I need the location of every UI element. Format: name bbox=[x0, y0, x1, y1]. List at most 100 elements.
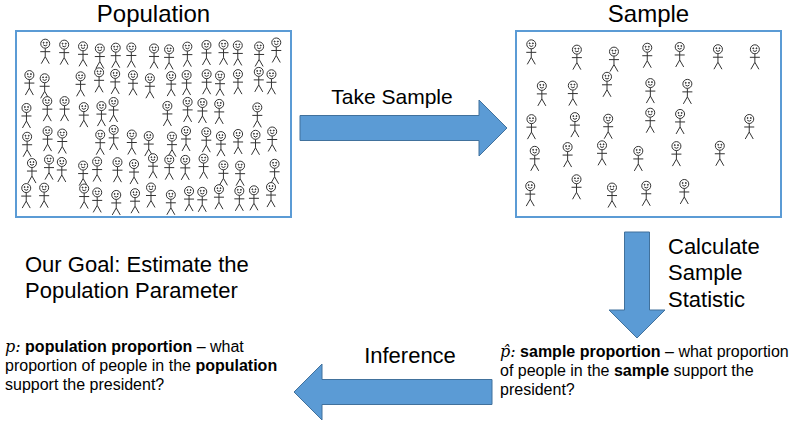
stick-figure bbox=[682, 79, 692, 104]
stick-figure bbox=[633, 146, 643, 171]
stick-figure bbox=[144, 132, 154, 157]
stick-figure bbox=[24, 71, 34, 96]
stick-figure bbox=[78, 42, 88, 67]
stick-figure bbox=[530, 146, 540, 171]
population-parameter-block: Our Goal: Estimate the Population Parame… bbox=[5, 252, 292, 394]
box-heading: Sample bbox=[515, 0, 782, 29]
stick-figure bbox=[602, 72, 612, 97]
stick-figure bbox=[112, 158, 122, 183]
stick-figure bbox=[233, 41, 243, 66]
stick-figure bbox=[148, 154, 158, 179]
stick-figure bbox=[249, 186, 259, 211]
stick-figure bbox=[715, 141, 725, 166]
stick-figure bbox=[182, 71, 192, 96]
edge-label: Calculate Sample Statistic bbox=[665, 234, 789, 313]
stick-figure bbox=[234, 186, 244, 211]
stick-figure bbox=[609, 47, 619, 72]
stick-figure bbox=[271, 38, 281, 63]
stick-figure bbox=[95, 130, 105, 155]
stick-figure bbox=[525, 182, 535, 207]
stick-figure bbox=[568, 81, 578, 106]
stick-figure bbox=[218, 161, 228, 186]
stick-figure bbox=[744, 114, 754, 138]
stick-figure bbox=[21, 103, 31, 128]
stick-figure bbox=[645, 79, 655, 104]
box-outline bbox=[515, 30, 782, 218]
stick-figure bbox=[572, 45, 582, 70]
stick-figure bbox=[128, 71, 138, 96]
stick-figure bbox=[166, 72, 176, 97]
edge-label: Inference bbox=[361, 343, 459, 369]
stick-figure bbox=[713, 45, 723, 70]
statistic-definition: p̂: sample proportion – what proportion … bbox=[500, 342, 790, 400]
goal-heading: Our Goal: Estimate the Population Parame… bbox=[5, 252, 292, 305]
stick-figure bbox=[126, 43, 136, 68]
stick-figure bbox=[92, 157, 102, 182]
stick-figure bbox=[109, 97, 119, 122]
stick-figure bbox=[182, 42, 192, 67]
stick-figure bbox=[750, 45, 760, 70]
stick-figure bbox=[199, 154, 209, 179]
block-arrow bbox=[294, 364, 492, 420]
stick-figure bbox=[201, 128, 211, 153]
stick-figure bbox=[22, 132, 32, 157]
parameter-definition: p: population proportion – what proporti… bbox=[5, 337, 292, 395]
stick-figure bbox=[27, 159, 37, 184]
stick-figure bbox=[641, 181, 651, 206]
stick-figure bbox=[167, 132, 177, 157]
stick-figure bbox=[145, 74, 155, 99]
stick-figure bbox=[149, 44, 159, 69]
stick-figure bbox=[603, 114, 613, 139]
sample-box: Sample bbox=[515, 0, 782, 218]
stick-figure bbox=[60, 97, 70, 122]
stick-figure bbox=[197, 187, 207, 212]
stick-figure bbox=[57, 129, 67, 154]
stick-figure bbox=[202, 70, 212, 95]
stick-figure bbox=[214, 185, 224, 210]
stick-figure bbox=[164, 45, 174, 70]
stick-figure bbox=[197, 98, 207, 123]
stick-figure bbox=[180, 155, 190, 180]
stick-figure bbox=[254, 42, 264, 67]
stick-figure bbox=[111, 43, 121, 67]
stick-figure bbox=[526, 40, 536, 65]
stick-figure bbox=[184, 187, 194, 212]
stick-figure bbox=[109, 125, 119, 150]
stick-figure bbox=[235, 161, 245, 186]
stick-figure bbox=[252, 103, 262, 128]
stick-figure bbox=[146, 183, 156, 208]
stick-figure bbox=[130, 189, 140, 214]
stick-figure bbox=[267, 127, 277, 152]
stick-figure bbox=[537, 81, 547, 106]
stick-figure bbox=[251, 130, 261, 155]
stick-figure bbox=[563, 143, 573, 168]
stick-figure bbox=[94, 68, 104, 93]
stick-figure bbox=[166, 190, 176, 215]
stick-figure bbox=[110, 69, 120, 94]
stick-figure bbox=[95, 44, 105, 69]
sample-statistic-block: p̂: sample proportion – what proportion … bbox=[500, 342, 790, 400]
stick-figure bbox=[219, 40, 229, 65]
stick-figure bbox=[266, 183, 276, 208]
stick-figure bbox=[233, 70, 243, 95]
box-heading: Population bbox=[15, 0, 292, 29]
stick-figure bbox=[183, 97, 193, 122]
population-box: Population bbox=[15, 0, 292, 218]
stick-figure bbox=[645, 108, 655, 133]
stick-figure bbox=[233, 129, 243, 154]
stick-figure bbox=[79, 103, 89, 128]
stick-figure bbox=[96, 102, 106, 127]
stick-figure bbox=[40, 74, 50, 99]
stick-figure bbox=[570, 113, 580, 138]
stick-figure bbox=[216, 132, 226, 157]
stick-figure bbox=[111, 190, 121, 215]
stick-figure bbox=[671, 142, 681, 167]
stick-figure bbox=[572, 175, 582, 200]
stick-figure bbox=[597, 141, 607, 166]
stick-figure bbox=[76, 72, 86, 97]
stick-figure bbox=[181, 126, 191, 151]
stick-figure bbox=[44, 155, 54, 180]
box-outline bbox=[15, 30, 292, 218]
stick-figure bbox=[39, 183, 49, 208]
